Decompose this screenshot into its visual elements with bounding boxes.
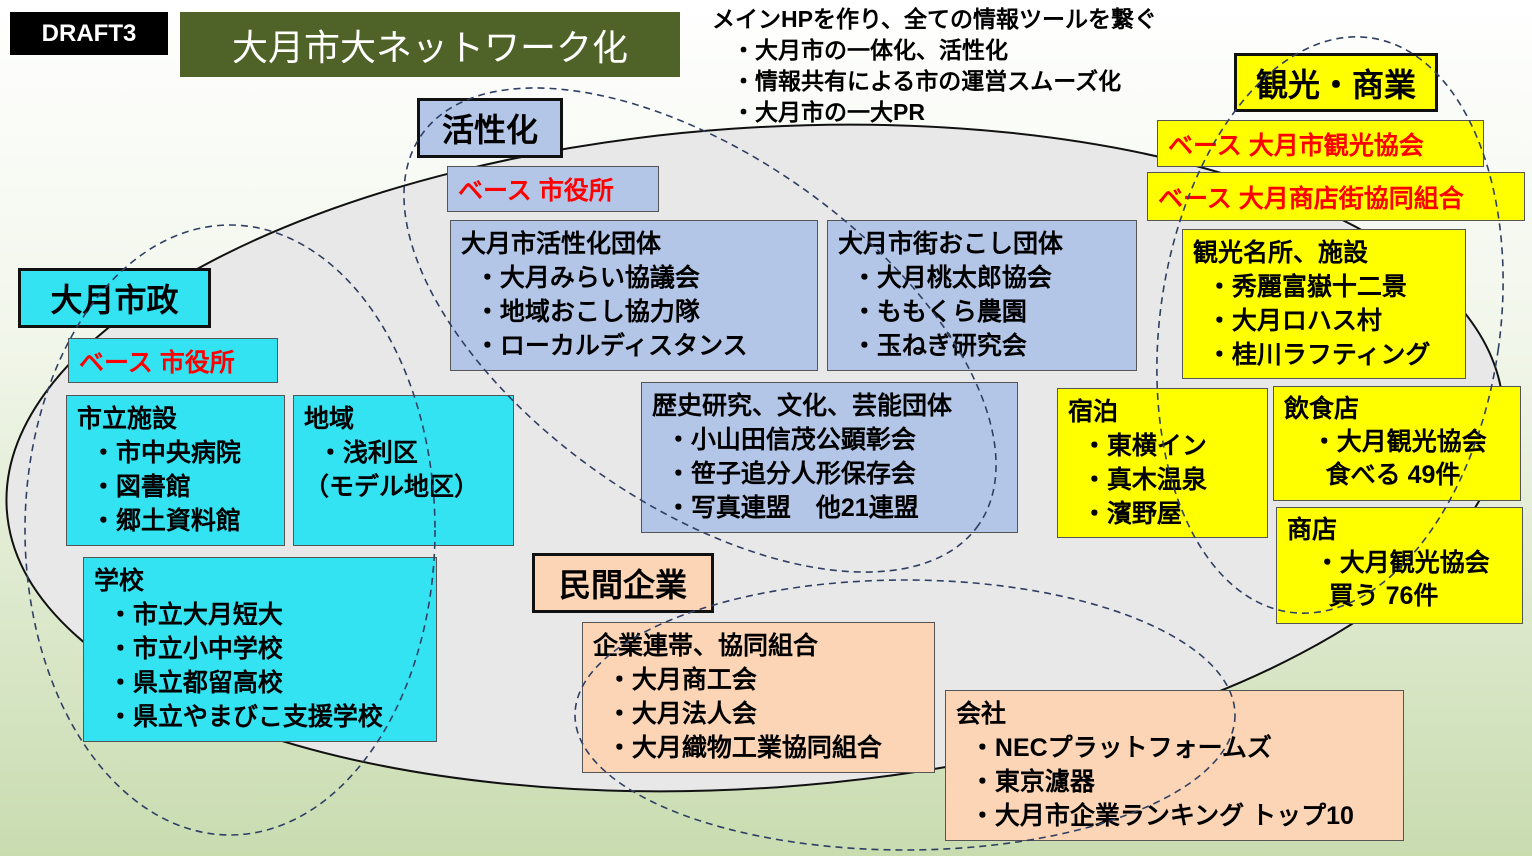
kanko-base-tourism: ベース 大月市観光協会	[1157, 120, 1484, 167]
box-line: ・大月商工会	[593, 666, 757, 694]
box-line: ・桂川ラフティング	[1193, 341, 1431, 369]
goal-item: ・情報共有による市の運営スムーズ化	[732, 68, 1122, 94]
box-line: 企業連帯、協同組合	[593, 632, 819, 660]
kanko-lodging: 宿泊 ・東横イン ・真木温泉 ・濱野屋	[1057, 388, 1268, 538]
box-line: 会社	[956, 700, 1007, 728]
box-line: ・ももくら農園	[838, 298, 1027, 326]
box-line: ・笹子追分人形保存会	[652, 460, 916, 488]
minkan-companies: 会社 ・NECプラットフォームズ ・東京濾器 ・大月市企業ランキング トップ10	[945, 690, 1404, 841]
box-line: 宿泊	[1068, 398, 1119, 426]
kasseika-base: ベース 市役所	[447, 166, 659, 212]
box-line: 地域	[304, 405, 355, 433]
box-line: ・地域おこし協力隊	[461, 298, 700, 326]
minkan-label: 民間企業	[532, 553, 714, 613]
box-line: ・秀麗富嶽十二景	[1193, 273, 1407, 301]
box-line: ・大月ロハス村	[1193, 307, 1382, 335]
box-line: ・郷土資料館	[77, 507, 241, 535]
box-line: ・市立大月短大	[94, 601, 283, 629]
shisei-facilities: 市立施設 ・市中央病院 ・図書館 ・郷土資料館	[66, 395, 285, 546]
box-line: ・東横イン	[1068, 432, 1207, 460]
box-line: 歴史研究、文化、芸能団体	[652, 392, 953, 420]
box-line: ・大月観光協会	[1284, 428, 1487, 456]
box-line: 商店	[1287, 516, 1338, 544]
box-line: ・真木温泉	[1068, 466, 1207, 494]
kanko-food: 飲食店 ・大月観光協会 食べる 49件	[1273, 386, 1521, 501]
box-line: ・玉ねぎ研究会	[838, 332, 1027, 360]
kasseika-group-town: 大月市街おこし団体 ・大月桃太郎協会 ・ももくら農園 ・玉ねぎ研究会	[827, 220, 1137, 371]
minkan-unions: 企業連帯、協同組合 ・大月商工会 ・大月法人会 ・大月織物工業協同組合	[582, 622, 935, 773]
box-line: ・東京濾器	[956, 768, 1095, 796]
shisei-base: ベース 市役所	[68, 338, 278, 383]
kasseika-group-culture: 歴史研究、文化、芸能団体 ・小山田信茂公顕彰会 ・笹子追分人形保存会 ・写真連盟…	[641, 382, 1018, 533]
goal-text: メインHPを作り、全ての情報ツールを繋ぐ ・大月市の一体化、活性化 ・情報共有に…	[712, 4, 1157, 128]
kasseika-label: 活性化	[417, 98, 563, 158]
box-line: ・県立やまびこ支援学校	[94, 703, 383, 731]
box-line: ・県立都留高校	[94, 669, 283, 697]
box-line: ・大月桃太郎協会	[838, 264, 1052, 292]
box-line: ・浅利区	[304, 439, 418, 467]
goal-item: ・大月市の一大PR	[732, 99, 925, 125]
kanko-label: 観光・商業	[1234, 53, 1438, 112]
kasseika-group-activation: 大月市活性化団体 ・大月みらい協議会 ・地域おこし協力隊 ・ローカルディスタンス	[450, 220, 818, 371]
box-line: ・ローカルディスタンス	[461, 332, 748, 360]
box-line: ・市立小中学校	[94, 635, 283, 663]
box-line: ・図書館	[77, 473, 191, 501]
goal-heading: メインHPを作り、全ての情報ツールを繋ぐ	[712, 6, 1158, 32]
box-line: （モデル地区）	[304, 473, 480, 501]
draft-badge: DRAFT3	[10, 12, 168, 55]
box-line: ・大月織物工業協同組合	[593, 734, 882, 762]
box-line: 食べる 49件	[1284, 461, 1461, 489]
box-line: 大月市街おこし団体	[838, 230, 1064, 258]
box-line: ・小山田信茂公顕彰会	[652, 426, 916, 454]
box-line: ・写真連盟 他21連盟	[652, 494, 919, 522]
box-line: 飲食店	[1284, 395, 1360, 423]
box-line: ・市中央病院	[77, 439, 241, 467]
box-line: ・NECプラットフォームズ	[956, 734, 1272, 762]
box-line: 市立施設	[77, 405, 178, 433]
goal-item: ・大月市の一体化、活性化	[732, 37, 1008, 63]
box-line: ・大月市企業ランキング トップ10	[956, 802, 1354, 830]
kanko-base-shopping: ベース 大月商店街協同組合	[1147, 172, 1525, 221]
kanko-shops: 商店 ・大月観光協会 買う 76件	[1276, 507, 1523, 624]
box-line: 大月市活性化団体	[461, 230, 662, 258]
page-title: 大月市大ネットワーク化	[180, 12, 680, 77]
kanko-spots: 観光名所、施設 ・秀麗富嶽十二景 ・大月ロハス村 ・桂川ラフティング	[1182, 229, 1466, 379]
shisei-label: 大月市政	[18, 268, 211, 328]
box-line: ・大月法人会	[593, 700, 757, 728]
box-line: 観光名所、施設	[1193, 239, 1369, 267]
box-line: ・大月みらい協議会	[461, 264, 700, 292]
box-line: ・大月観光協会	[1287, 549, 1490, 577]
box-line: 学校	[94, 567, 145, 595]
shisei-schools: 学校 ・市立大月短大 ・市立小中学校 ・県立都留高校 ・県立やまびこ支援学校	[83, 557, 437, 742]
shisei-area: 地域 ・浅利区 （モデル地区）	[293, 395, 514, 546]
box-line: ・濱野屋	[1068, 500, 1182, 528]
box-line: 買う 76件	[1287, 582, 1439, 610]
